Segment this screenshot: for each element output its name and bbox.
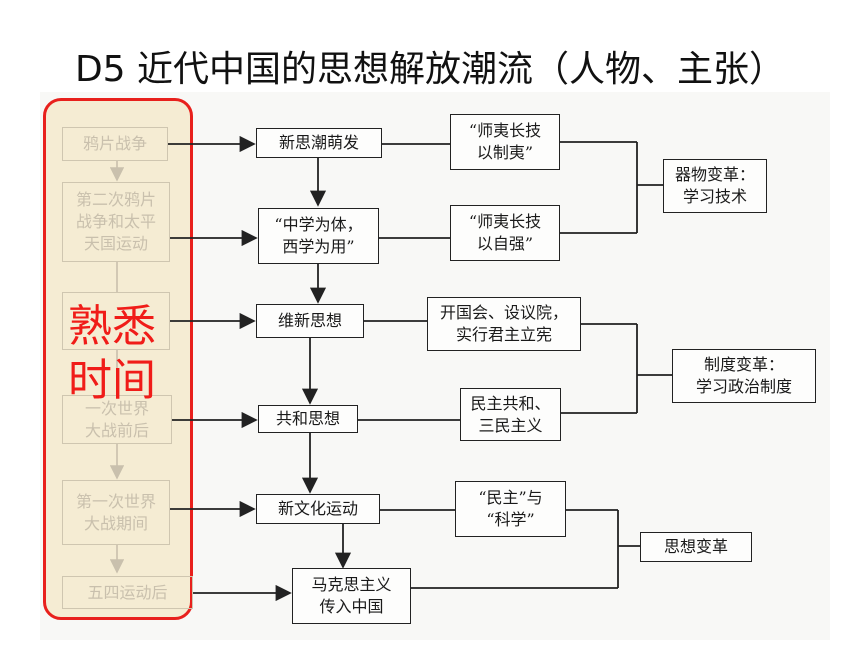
thought-marxism: 马克思主义 传入中国	[292, 568, 411, 624]
thought-chinese-learning-as-base: “中学为体， 西学为用”	[258, 208, 379, 264]
change-ideological: 思想变革	[640, 532, 752, 562]
period-during-ww1: 第一次世界 大战期间	[62, 480, 170, 545]
thought-new-culture: 新文化运动	[256, 494, 380, 524]
idea-constitutional-monarchy: 开国会、设议院， 实行君主立宪	[427, 297, 581, 351]
period-around-ww1: 一次世界 大战前后	[62, 395, 172, 444]
change-material: 器物变革： 学习技术	[663, 159, 767, 213]
period-second-opium-war-taiping: 第二次鸦片 战争和太平 天国运动	[62, 182, 170, 262]
page-title: D5 近代中国的思想解放潮流（人物、主张）	[74, 49, 786, 90]
thought-new-trend: 新思潮萌发	[256, 128, 382, 158]
idea-republic-three-principles: 民主共和、 三民主义	[460, 388, 561, 441]
idea-learn-to-control: “师夷长技 以制夷”	[450, 114, 560, 170]
time-column-highlight	[43, 98, 193, 620]
thought-republic: 共和思想	[258, 405, 358, 433]
period-opium-war: 鸦片战争	[62, 127, 168, 161]
familiar-time-label: 熟悉 时间	[68, 301, 156, 406]
period-after-may-fourth: 五四运动后	[62, 576, 193, 609]
idea-democracy-science: “民主”与 “科学”	[455, 481, 566, 537]
period-late-qing	[62, 292, 170, 350]
thought-reform: 维新思想	[256, 304, 364, 338]
change-institutional: 制度变革： 学习政治制度	[672, 349, 816, 403]
idea-learn-to-strengthen: “师夷长技 以自强”	[450, 205, 560, 261]
